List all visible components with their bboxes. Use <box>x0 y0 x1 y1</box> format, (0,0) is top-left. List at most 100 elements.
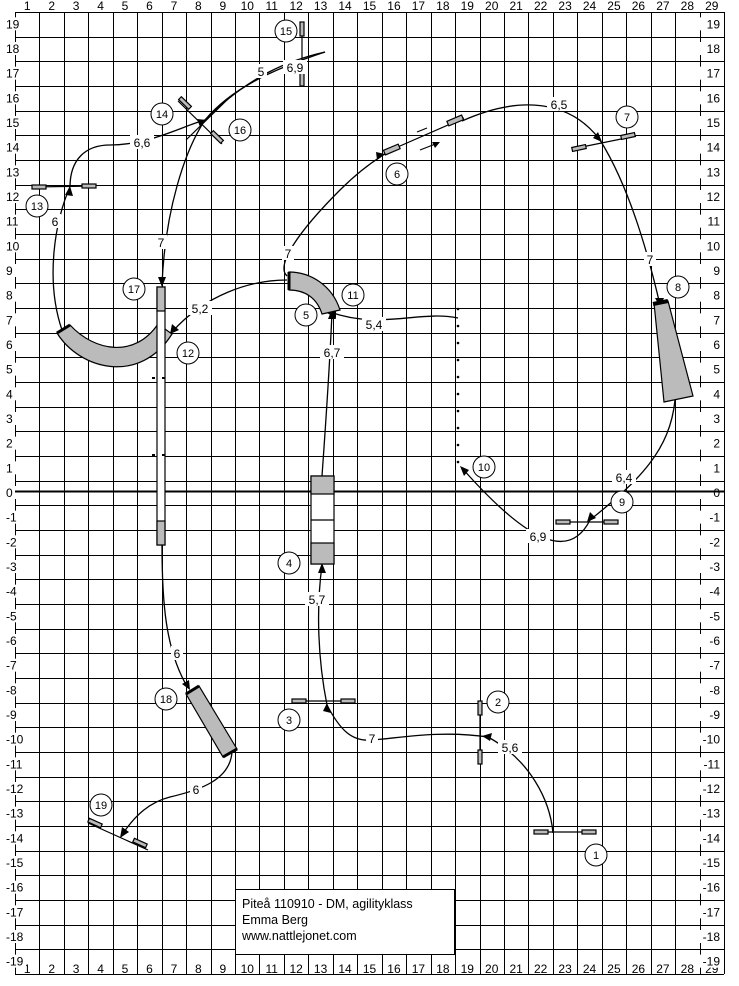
distance-11-12: 5,2 <box>192 302 209 316</box>
grid-row-label-right: 12 <box>707 190 721 204</box>
obstacle-number-4: 4 <box>277 551 301 575</box>
obstacle-number-3: 3 <box>277 708 301 732</box>
grid-row-label-right: 13 <box>707 165 721 179</box>
jump-1 <box>533 829 597 835</box>
tunnel-18 <box>185 684 238 759</box>
info-event: Piteå 110910 - DM, agilityklass <box>242 897 413 911</box>
grid-col-label-bottom: 12 <box>289 962 303 976</box>
obstacle-number-17: 17 <box>122 277 146 301</box>
grid-row-label-left: 2 <box>6 437 13 451</box>
svg-text:1: 1 <box>593 850 599 862</box>
jump-13 <box>31 183 97 190</box>
arrow-to-2 <box>482 733 492 741</box>
grid-row-label-left: 10 <box>6 239 20 253</box>
obstacle-number-12: 12 <box>176 341 200 365</box>
distance-15-16: 6,9 <box>287 61 304 75</box>
distance-9-10: 6,9 <box>530 530 547 544</box>
grid-row-label-left: -12 <box>6 782 24 796</box>
grid-row-label-left: 4 <box>6 387 13 401</box>
obstacle-number-11: 11 <box>341 283 365 307</box>
arrow-to-19 <box>120 827 129 838</box>
path-6-7 <box>461 104 601 141</box>
svg-text:19: 19 <box>95 800 107 812</box>
grid-row-label-left: 9 <box>6 264 13 278</box>
distance-12-13: 6 <box>52 215 59 229</box>
arrow-to-10 <box>460 466 469 476</box>
arrow-to-14 <box>197 119 207 127</box>
grid-row-label-left: 16 <box>6 91 20 105</box>
grid-row-label-right: -13 <box>703 807 721 821</box>
grid-row-label-left: 0 <box>6 486 13 500</box>
grid-row-label-right: -19 <box>703 955 721 969</box>
curved-tunnel-12 <box>56 323 173 368</box>
dogwalk-17 <box>152 286 170 546</box>
grid-row-label-left: -16 <box>6 881 24 895</box>
grid-row-label-left: -13 <box>6 807 24 821</box>
svg-text:17: 17 <box>128 284 140 296</box>
grid-col-label-bottom: 19 <box>461 962 475 976</box>
path-11-6 <box>283 153 386 277</box>
grid-col-label-top: 12 <box>289 0 303 13</box>
grid-col-label-bottom: 20 <box>485 962 499 976</box>
arrow-to-17 <box>158 277 166 287</box>
path-14-15 <box>204 51 326 121</box>
svg-text:7: 7 <box>624 112 630 124</box>
grid-row-label-right: 14 <box>707 141 721 155</box>
grid-row-label-left: 6 <box>6 338 13 352</box>
obstacle-number-1: 1 <box>584 843 608 867</box>
grid-row-label-left: -4 <box>6 585 17 599</box>
grid-row-label-right: -17 <box>703 905 721 919</box>
path-11-12 <box>171 279 288 333</box>
grid-col-label-top: 20 <box>485 0 499 13</box>
grid-col-label-top: 16 <box>387 0 401 13</box>
svg-text:10: 10 <box>478 462 490 474</box>
grid-row-label-left: 8 <box>6 289 13 303</box>
grid-col-label-bottom: 22 <box>534 962 548 976</box>
obstacle-number-2: 2 <box>486 690 510 714</box>
grid-col-label-top: 2 <box>48 0 55 13</box>
grid-col-label-bottom: 25 <box>607 962 621 976</box>
obstacle-number-9: 9 <box>610 490 634 514</box>
grid-row-label-right: -11 <box>704 757 721 771</box>
obstacle-number-5: 5 <box>294 303 318 327</box>
grid-col-label-top: 21 <box>510 0 524 13</box>
grid-col-label-bottom: 24 <box>583 962 597 976</box>
svg-text:14: 14 <box>156 109 168 121</box>
grid-row-label-right: -7 <box>709 659 720 673</box>
distance-11-6: 7 <box>285 247 292 261</box>
grid-col-label-bottom: 8 <box>195 962 202 976</box>
grid-col-label-bottom: 27 <box>656 962 670 976</box>
obstacle-number-8: 8 <box>666 275 690 299</box>
obstacles <box>31 21 694 851</box>
grid-row-label-left: 19 <box>6 17 20 31</box>
grid-row-label-right: 10 <box>707 239 721 253</box>
grid-row-label-right: -12 <box>703 782 721 796</box>
grid-col-label-bottom: 7 <box>171 962 178 976</box>
grid-row-label-left: 13 <box>6 165 20 179</box>
grid-col-label-bottom: 23 <box>558 962 572 976</box>
path-3-4 <box>317 564 328 706</box>
grid-row-label-right: 17 <box>707 67 721 81</box>
grid-row-label-right: 2 <box>713 437 720 451</box>
jump-6 <box>382 114 465 156</box>
obstacle-number-16: 16 <box>228 118 252 142</box>
grid-col-label-bottom: 13 <box>314 962 328 976</box>
info-box: Piteå 110910 - DM, agilityklass Emma Ber… <box>235 889 455 955</box>
course-path <box>52 51 676 836</box>
path-2-3 <box>326 704 489 741</box>
distance-17-18: 6 <box>174 647 181 661</box>
grid-col-label-top: 27 <box>656 0 670 13</box>
grid-row-label-right: 16 <box>707 91 721 105</box>
grid-row-label-right: -16 <box>703 881 721 895</box>
grid-col-label-top: 17 <box>412 0 426 13</box>
grid-row-label-right: 15 <box>707 116 721 130</box>
svg-text:16: 16 <box>234 125 246 137</box>
grid-row-label-left: 3 <box>6 412 13 426</box>
grid-row-label-right: 5 <box>713 363 720 377</box>
grid-row-label-right: -4 <box>709 585 720 599</box>
grid-col-label-top: 11 <box>265 0 278 13</box>
grid-col-label-top: 24 <box>583 0 597 13</box>
grid-col-label-bottom: 17 <box>412 962 426 976</box>
grid-row-label-right: 6 <box>713 338 720 352</box>
obstacle-number-7: 7 <box>615 105 639 129</box>
